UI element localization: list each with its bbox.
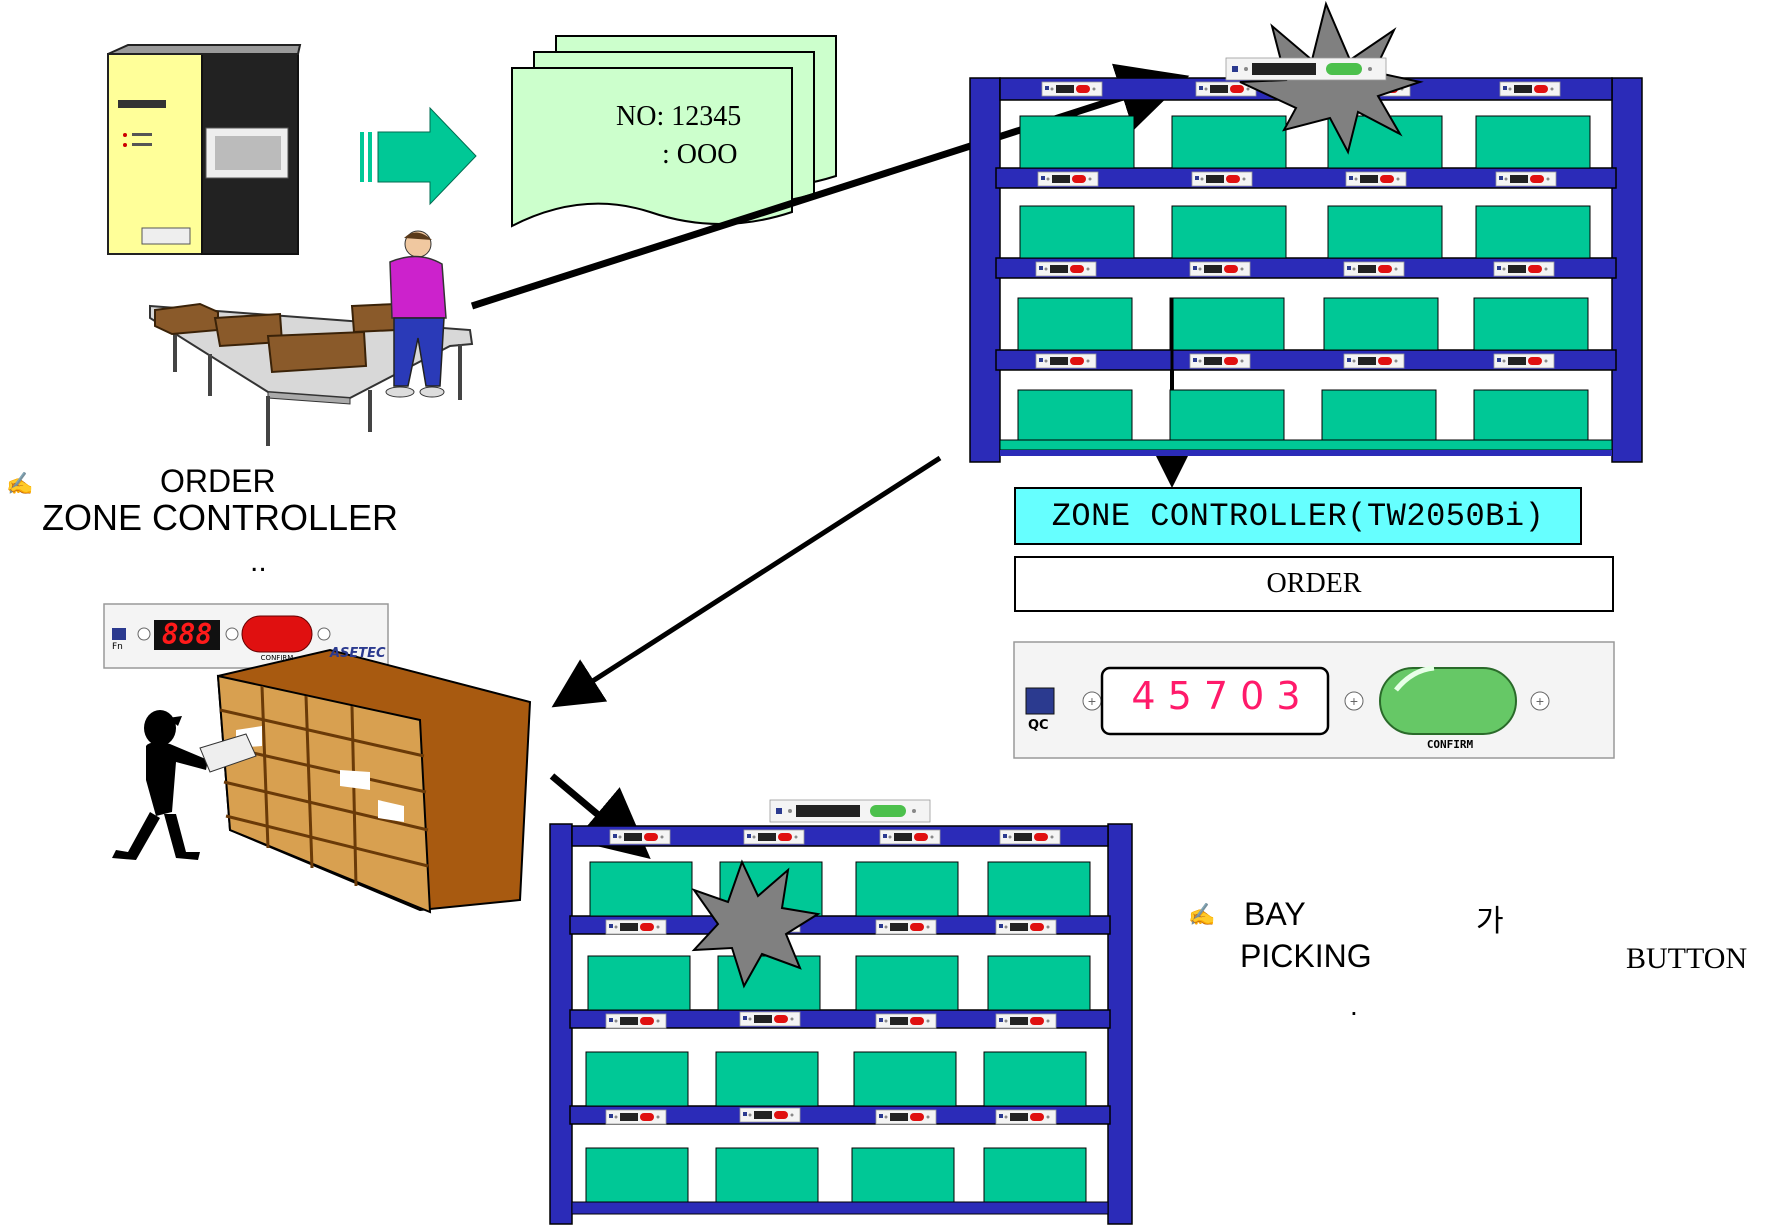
- confirm-label: CONFIRM: [1426, 738, 1474, 751]
- brand-label: ASETEC: [330, 646, 386, 661]
- starburst-icon: [691, 859, 821, 989]
- picker-silhouette-icon: [112, 710, 257, 860]
- document-order-number: NO: 12345: [616, 101, 742, 132]
- order-digits-display: 4 5 7 0 3: [1131, 674, 1301, 718]
- svg-text:+: +: [1088, 693, 1096, 709]
- bay-note-bay: BAY: [1244, 896, 1306, 932]
- zone-controller-label: ZONE CONTROLLER(TW2050Bi): [1014, 487, 1582, 545]
- left-note-dots: ..: [250, 545, 267, 578]
- upper-rack-icon: [969, 77, 1643, 463]
- order-label: ORDER: [1014, 556, 1614, 612]
- worker-icon: [385, 230, 447, 398]
- pen-icon: ✍: [6, 471, 34, 496]
- bay-note-picking: PICKING: [1240, 938, 1372, 974]
- fn-label: Fn: [112, 642, 123, 652]
- bay-note-dot: .: [1350, 990, 1358, 1021]
- zone-controller-panel: + + +: [1013, 641, 1615, 759]
- arrow-to-sorting-shelf: [551, 455, 942, 708]
- left-note-zone-controller: ZONE CONTROLLER: [42, 497, 399, 538]
- svg-text:+: +: [1350, 693, 1358, 709]
- conveyor-table-icon: [149, 302, 474, 446]
- flow-arrow-icon: [360, 106, 477, 206]
- bay-note-ga: 가: [1476, 905, 1504, 938]
- pen-icon: ✍: [1188, 902, 1216, 927]
- lower-rack-icon: [549, 823, 1133, 1225]
- bay-note-button: BUTTON: [1626, 942, 1748, 975]
- sorting-shelf-icon: [216, 648, 532, 914]
- left-digits-display: 888: [161, 618, 213, 651]
- svg-text:+: +: [1536, 693, 1544, 709]
- document-order-name: : OOO: [662, 139, 738, 170]
- left-note-order: ORDER: [160, 463, 276, 499]
- order-document-icon: [511, 35, 837, 228]
- qc-label: QC: [1028, 718, 1049, 733]
- left-confirm-label: CONFIRM: [260, 654, 294, 662]
- printer-icon: [107, 44, 302, 255]
